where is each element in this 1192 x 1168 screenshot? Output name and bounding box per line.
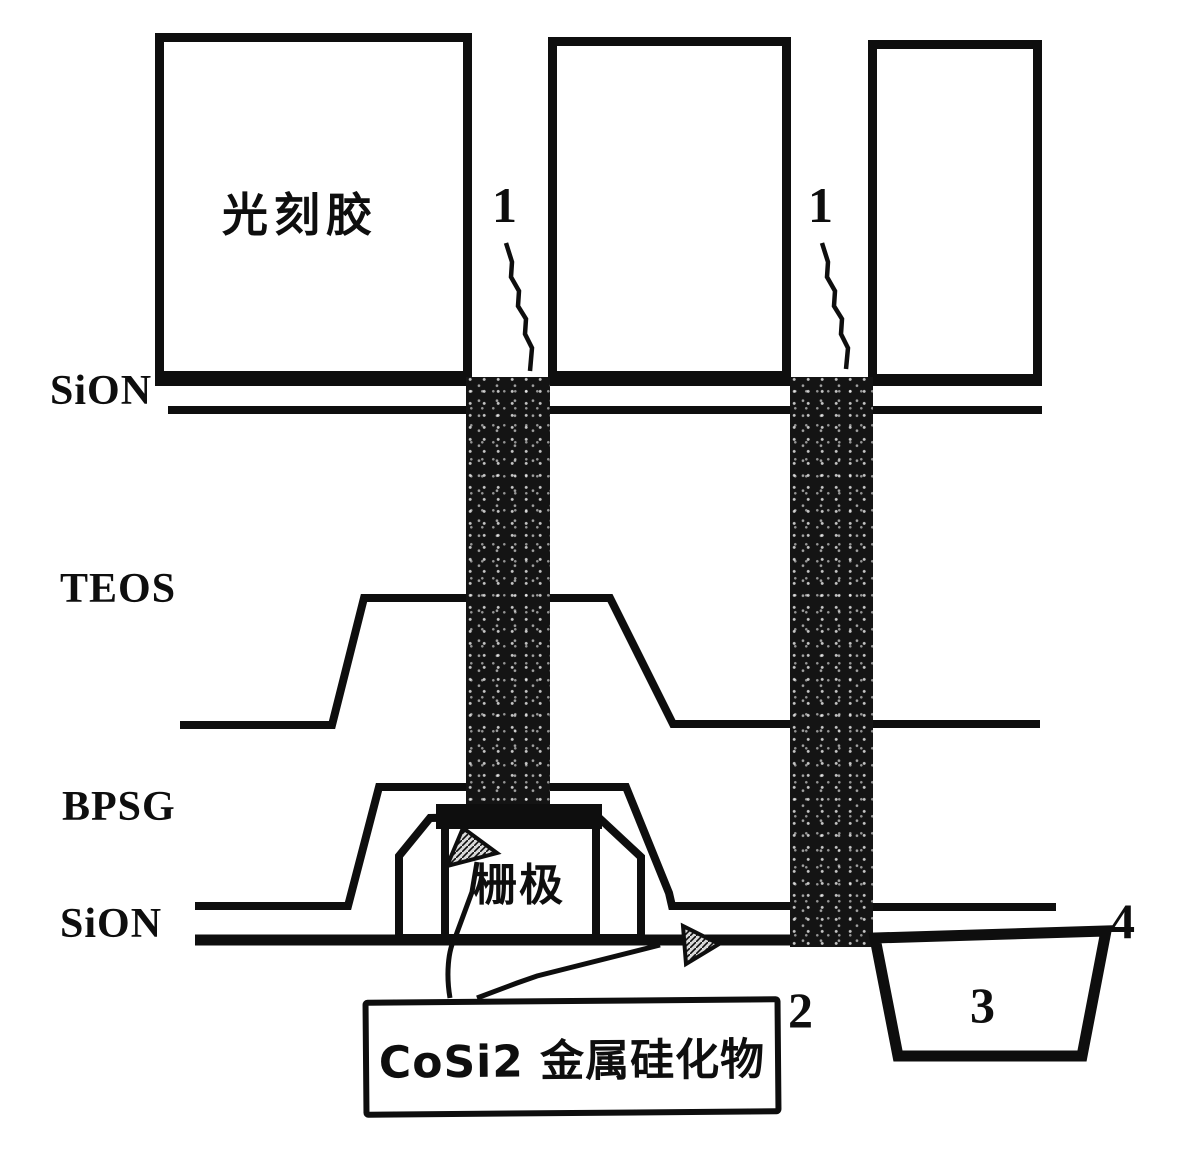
cosi2-arrow-sd-tail [476,942,661,1001]
leader-line-ref1-right [819,242,851,370]
gate-label: 栅极 [473,860,565,911]
active-region-trapezoid [868,925,1113,1062]
bpsg-label: BPSG [62,784,176,830]
teos-label: TEOS [60,566,177,612]
gate-sidewalls [441,823,600,938]
cosi2-arrow-gate-head [443,824,502,869]
photoresist-block-left [155,33,472,380]
sion-top-line-upper [155,377,1042,386]
photoresist-label: 光刻胶 [222,188,378,242]
sion-bottom-label: SiON [60,901,163,947]
photoresist-block-middle [548,37,791,380]
bpsg-surface-line [195,783,790,910]
ref-number-1-right: 1 [808,177,833,233]
leader-line-ref1-left [503,242,535,372]
sion-top-label: SiON [50,368,153,414]
ref-number-3: 3 [970,977,995,1033]
ref-number-4: 4 [1110,893,1135,949]
sion-top-line-lower [168,406,1042,414]
ref-number-1-left: 1 [492,177,517,233]
gate-top-silicide-band [436,804,602,829]
contact-opening-right [790,377,873,947]
cosi2-arrow-gate-tail [445,861,480,999]
ref-number-2: 2 [788,982,813,1038]
cosi2-callout-box: CoSi2 金属硅化物 [362,996,782,1118]
contact-opening-left [466,377,550,810]
cosi2-arrow-sd-head [680,922,724,968]
cosi2-callout-text: CoSi2 金属硅化物 [378,1034,766,1089]
